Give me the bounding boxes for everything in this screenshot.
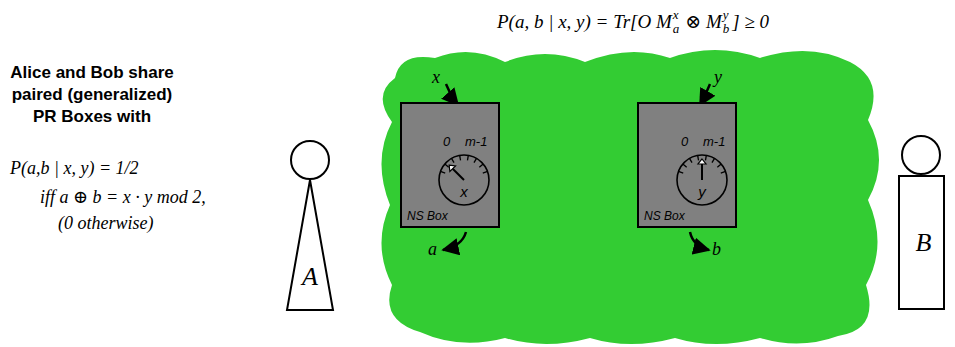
- condition-text: P(a,b | x, y) = 1/2: [10, 158, 139, 179]
- input-label: x: [432, 67, 440, 88]
- alice-head: [291, 141, 329, 179]
- dial-tick: [479, 164, 483, 167]
- input-label: y: [714, 67, 722, 88]
- subscript: a: [673, 22, 680, 36]
- dial-mark: 0: [681, 135, 688, 149]
- dial-input: x: [460, 184, 468, 201]
- party-letter: B: [916, 229, 932, 258]
- dial-tick: [441, 171, 446, 173]
- output-label: a: [428, 239, 437, 260]
- formula: P(a, b | x, y) = Tr[O Mxa ⊗ Myb] ≥ 0: [497, 8, 769, 35]
- dial-pointer: [453, 169, 464, 180]
- dial-tick: [445, 164, 449, 167]
- dial-mark: m-1: [465, 135, 487, 149]
- dial-input: y: [698, 184, 706, 201]
- superscript: y: [723, 8, 730, 22]
- formula-text: P(a, b | x, y) = Tr[O M: [497, 11, 672, 32]
- condition-text: iff a ⊕ b = x · y mod 2,: [40, 186, 206, 208]
- subscript: b: [723, 22, 730, 36]
- output-arrow: [443, 232, 466, 250]
- condition-text: (0 otherwise): [58, 213, 153, 234]
- green-region: [381, 50, 879, 344]
- dial-ring: [677, 155, 727, 205]
- dial-tick: [467, 155, 469, 160]
- dial-tick: [452, 158, 455, 162]
- dial-tick: [474, 158, 477, 162]
- triangle-outline: [287, 180, 333, 310]
- dial-tick: [459, 155, 461, 160]
- dial-tick: [483, 171, 488, 173]
- dial-mark: m-1: [703, 135, 725, 149]
- dial-tick: [697, 155, 699, 160]
- box-label: NS Box: [407, 210, 448, 223]
- output-arrow: [690, 232, 709, 250]
- bob-head: [902, 136, 940, 174]
- dial-ring: [439, 155, 489, 205]
- formula-text: ⊗ M: [685, 11, 722, 32]
- bob-body: B: [898, 175, 945, 310]
- dial-tick: [705, 155, 707, 160]
- dial-mark: 0: [443, 135, 450, 149]
- dial: 0 m-1 y: [672, 132, 732, 208]
- dial-tick: [717, 164, 721, 167]
- ns-box: NS Box 0 m-1 y: [637, 102, 737, 228]
- dial-pointer: [701, 164, 703, 180]
- triangle-outline: [286, 179, 334, 311]
- formula-text: ] ≥ 0: [732, 11, 769, 32]
- ns-box: NS Box 0 m-1 x: [400, 102, 500, 228]
- dial: 0 m-1 x: [434, 132, 494, 208]
- dial-pointer-head: [449, 165, 455, 171]
- dial-tick: [683, 164, 687, 167]
- dial-tick: [690, 158, 693, 162]
- superscript: x: [673, 8, 680, 22]
- dial-pointer-head: [698, 159, 706, 164]
- party-letter: A: [302, 263, 318, 292]
- dial-tick: [712, 158, 715, 162]
- dial-tick: [721, 171, 726, 173]
- dial-tick: [679, 171, 684, 173]
- alice-body: A: [286, 179, 334, 311]
- output-label: b: [712, 239, 721, 260]
- intro-text: Alice and Bob share paired (generalized)…: [4, 62, 180, 128]
- box-label: NS Box: [644, 210, 685, 223]
